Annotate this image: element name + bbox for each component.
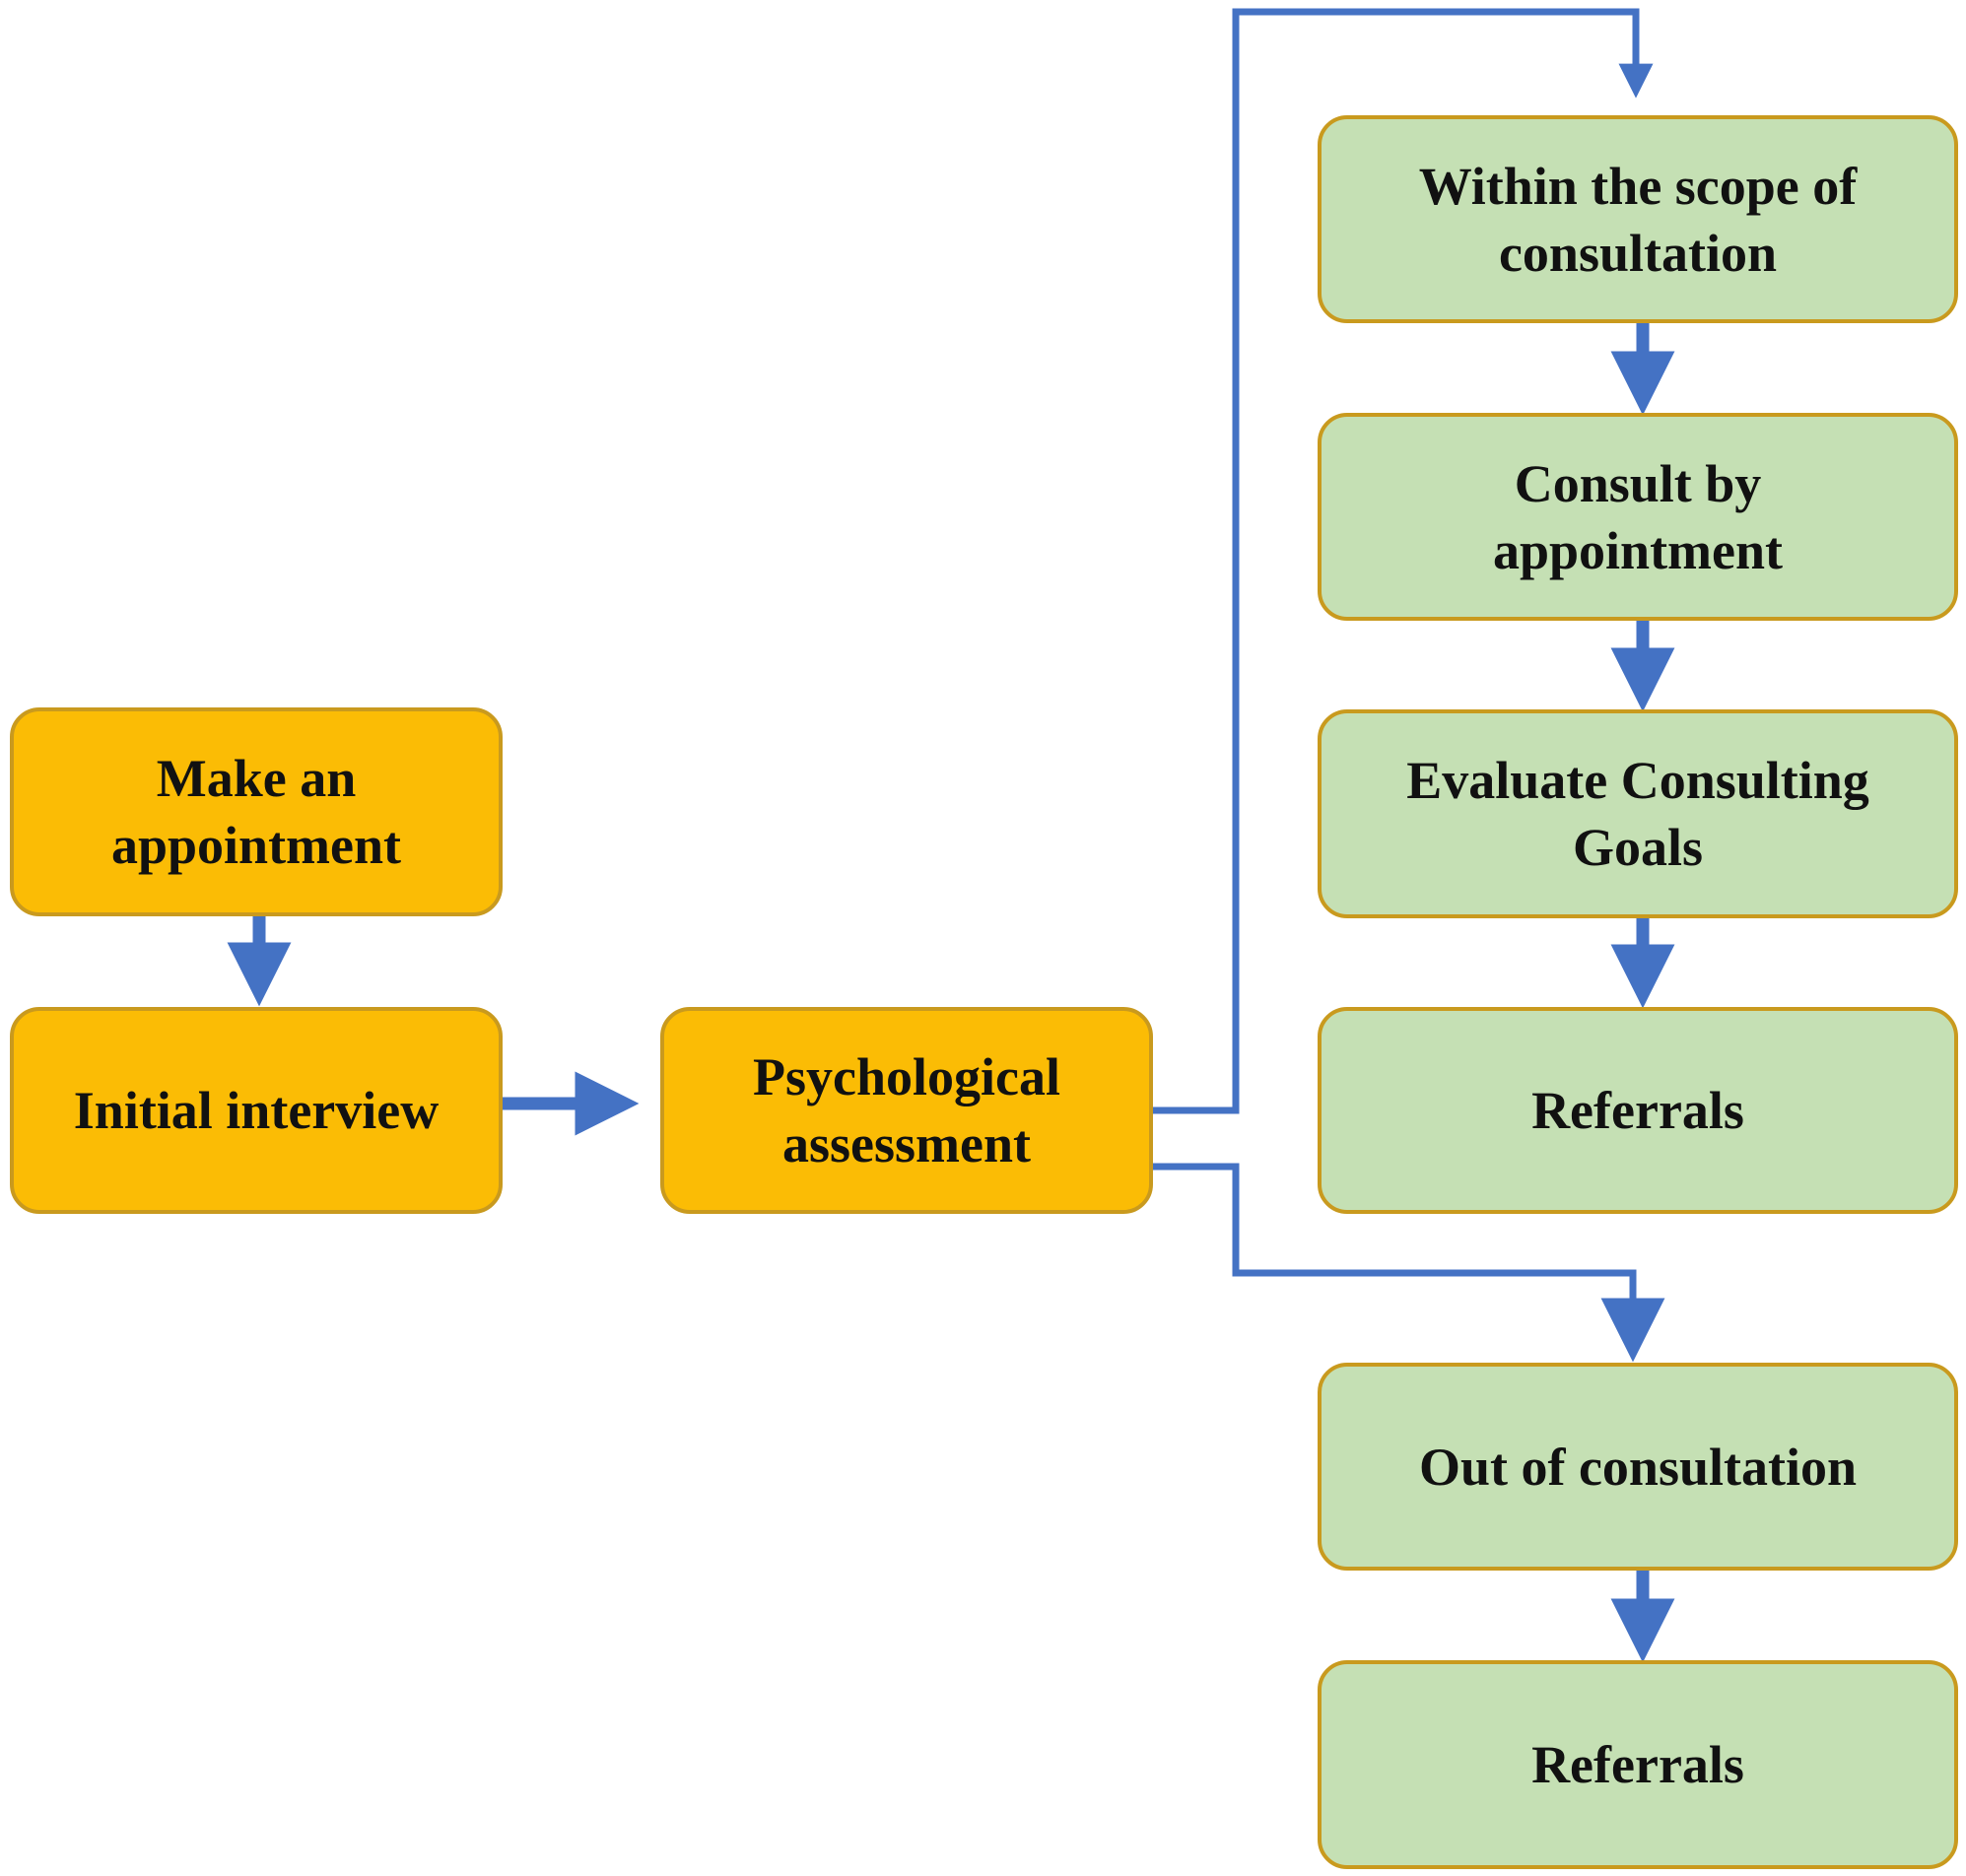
node-within-scope-label: Within the scope of consultation (1418, 156, 1858, 283)
node-evaluate-goals-label: Evaluate Consulting Goals (1406, 751, 1869, 877)
node-initial-interview: Initial interview (10, 1007, 503, 1214)
node-within-scope: Within the scope of consultation (1318, 115, 1958, 323)
node-evaluate-goals: Evaluate Consulting Goals (1318, 709, 1958, 918)
node-initial-interview-label: Initial interview (73, 1081, 440, 1140)
node-referrals-lower-label: Referrals (1531, 1735, 1744, 1794)
edge-psychological-assessment-to-out-of-consultation (1153, 1163, 1637, 1310)
node-referrals-lower: Referrals (1318, 1660, 1958, 1869)
node-consult-by-appointment: Consult by appointment (1318, 413, 1958, 621)
node-psychological-assessment-label: Psychological assessment (753, 1047, 1060, 1173)
node-make-appointment-label: Make an appointment (110, 749, 402, 875)
node-make-appointment: Make an appointment (10, 707, 503, 916)
node-out-of-consultation-label: Out of consultation (1418, 1437, 1858, 1497)
node-referrals-upper-label: Referrals (1531, 1081, 1744, 1140)
node-consult-by-appointment-label: Consult by appointment (1492, 453, 1784, 580)
node-psychological-assessment: Psychological assessment (660, 1007, 1153, 1214)
node-out-of-consultation: Out of consultation (1318, 1363, 1958, 1571)
node-referrals-upper: Referrals (1318, 1007, 1958, 1214)
edge-psychological-assessment-to-within-scope (1153, 8, 1654, 1114)
